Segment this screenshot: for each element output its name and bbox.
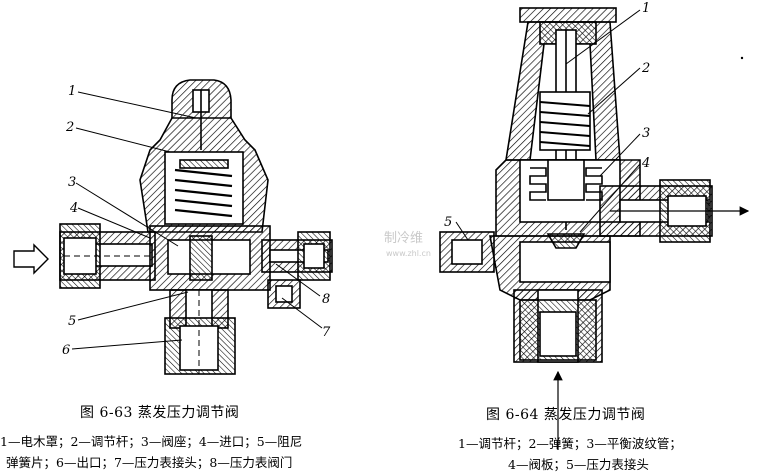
watermark: 制冷维 www.zhl.cn [384, 231, 431, 258]
left-label-5: 5 [68, 314, 76, 329]
right-label-4: 4 [641, 156, 650, 171]
left-valve-drawing [13, 79, 333, 375]
watermark-line2: www.zhl.cn [386, 249, 431, 258]
left-label-8: 8 [322, 292, 330, 307]
right-label-1: 1 [642, 1, 650, 16]
left-legend-line1: 1—电木罩；2—调节杆；3—阀座；4—进口；5—阻尼 [0, 434, 303, 449]
left-figure-caption: 图 6-63 蒸发压力调节阀 [80, 405, 240, 421]
left-label-6: 6 [62, 343, 70, 358]
left-callout-labels: 1 2 3 4 5 6 7 8 [62, 84, 331, 358]
left-label-7: 7 [322, 325, 331, 340]
watermark-line1: 制冷维 [384, 231, 423, 246]
left-label-3: 3 [68, 175, 76, 190]
right-valve-drawing [439, 7, 750, 450]
stray-dot [740, 56, 744, 60]
left-label-4: 4 [69, 201, 78, 216]
right-callout-labels: 1 2 3 4 5 [444, 1, 650, 230]
right-legend-line1: 1—调节杆；2—弹簧；3—平衡波纹管； [458, 436, 682, 451]
left-label-2: 2 [65, 120, 74, 135]
left-legend-line2: 弹簧片；6—出口；7—压力表接头；8—压力表阀门 [6, 455, 293, 470]
left-label-1: 1 [68, 84, 76, 99]
right-figure-caption: 图 6-64 蒸发压力调节阀 [486, 407, 646, 423]
right-label-5: 5 [444, 215, 452, 230]
right-label-3: 3 [642, 126, 650, 141]
right-label-2: 2 [641, 61, 650, 76]
right-legend-line2: 4—阀板；5—压力表接头 [508, 457, 649, 472]
